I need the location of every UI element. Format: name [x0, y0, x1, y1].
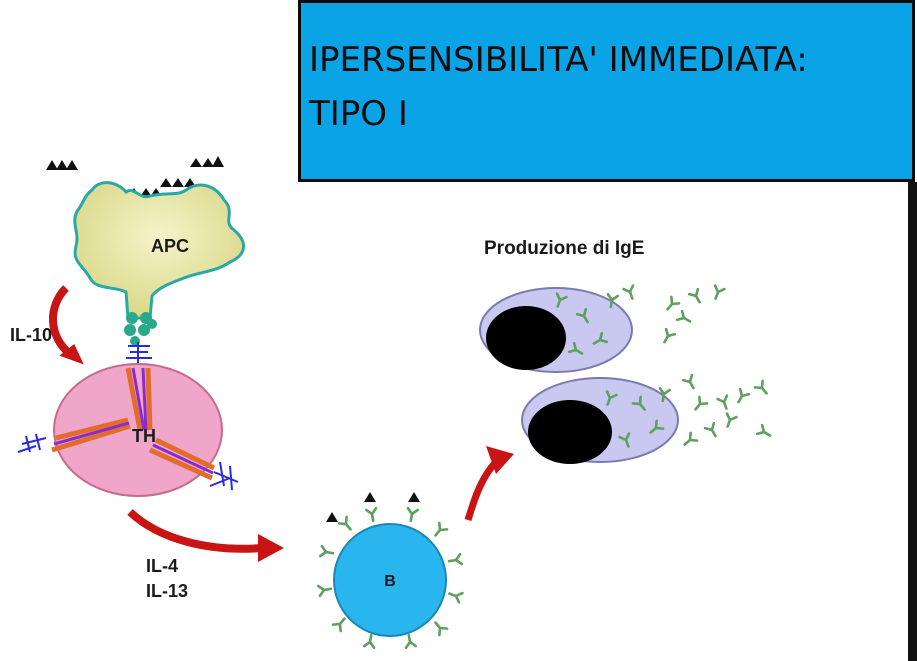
th-receptors [17, 367, 239, 491]
ige-production-label: Produzione di IgE [484, 238, 644, 259]
b-cell [333, 523, 447, 637]
il4-label: IL-4 [146, 556, 178, 576]
th-label: TH [132, 426, 156, 446]
il13-label: IL-13 [146, 581, 188, 601]
il10-arrow [49, 285, 73, 358]
title-line-1: IPERSENSIBILITA' IMMEDIATA: [309, 40, 808, 80]
il4-arrow [127, 509, 263, 553]
title-line-2: TIPO I [309, 94, 408, 134]
slide-title: IPERSENSIBILITA' IMMEDIATA: TIPO I [309, 33, 808, 141]
plasma-cell-1 [479, 287, 633, 373]
apc-label: APC [151, 236, 189, 256]
mhc-molecule [124, 312, 157, 346]
apc-cell [73, 181, 245, 320]
il10-label: IL-10 [10, 325, 52, 345]
tcr-receptor [126, 342, 152, 372]
plasma-cell-2 [521, 377, 679, 464]
b-label: B [384, 573, 396, 590]
right-border [908, 182, 917, 661]
title-box: IPERSENSIBILITA' IMMEDIATA: TIPO I [298, 0, 915, 182]
b-cell-antigens [326, 492, 420, 522]
